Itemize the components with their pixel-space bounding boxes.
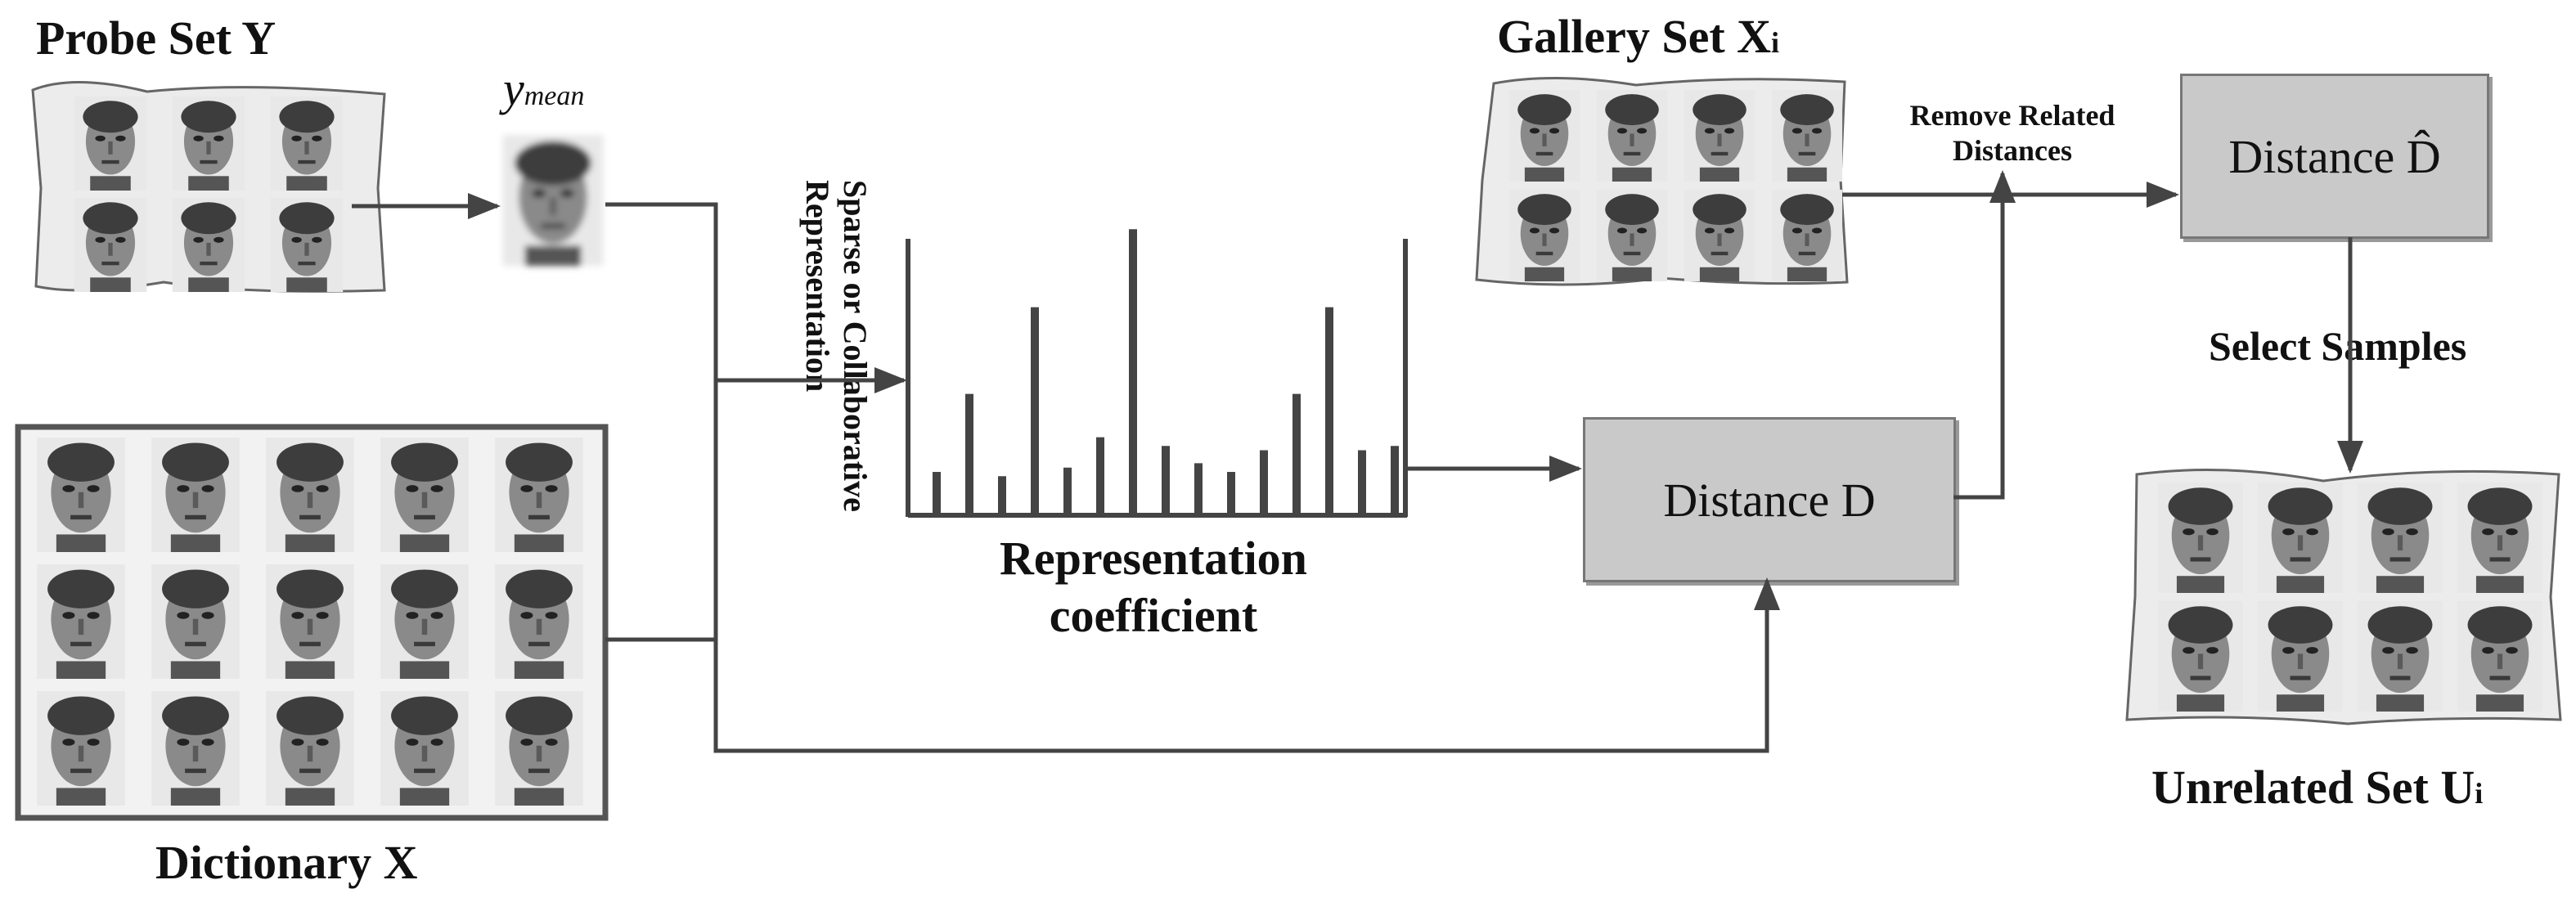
face-thumbnail-icon xyxy=(74,97,147,191)
face-thumbnail-icon xyxy=(2358,483,2443,593)
face-thumbnail-icon xyxy=(2158,601,2243,712)
line-dictionary-merge xyxy=(605,380,718,642)
face-thumbnail-icon xyxy=(2158,483,2243,593)
dictionary-faces xyxy=(37,438,583,806)
remove-related-label: Remove Related Distances xyxy=(1909,99,2115,168)
face-thumbnail-icon xyxy=(266,438,354,552)
face-thumbnail-icon xyxy=(266,564,354,679)
probe-set-title: Probe Set Y xyxy=(36,11,276,65)
face-thumbnail-icon xyxy=(1596,190,1668,281)
face-thumbnail-icon xyxy=(74,198,147,292)
face-thumbnail-icon xyxy=(380,691,469,806)
face-thumbnail-icon xyxy=(37,691,125,806)
face-thumbnail-icon xyxy=(1684,90,1756,182)
y-mean-label: ymean xyxy=(503,62,585,115)
dictionary-title: Dictionary X xyxy=(155,836,418,889)
face-thumbnail-icon xyxy=(172,198,245,292)
face-thumbnail-icon xyxy=(2457,601,2542,712)
face-thumbnail-icon xyxy=(380,438,469,552)
face-thumbnail-icon xyxy=(380,564,469,679)
face-thumbnail-icon xyxy=(2358,601,2443,712)
distance-hat-label: Distance D̂ xyxy=(2228,129,2441,183)
face-thumbnail-icon xyxy=(495,691,583,806)
face-thumbnail-icon xyxy=(1596,90,1668,182)
face-thumbnail-icon xyxy=(1684,190,1756,281)
face-thumbnail-icon xyxy=(2457,483,2542,593)
face-thumbnail-icon xyxy=(151,691,240,806)
face-thumbnail-icon xyxy=(1771,190,1843,281)
representation-coefficient-label: Representation coefficient xyxy=(1000,532,1307,642)
face-thumbnail-icon xyxy=(270,97,344,191)
face-thumbnail-icon xyxy=(266,691,354,806)
face-thumbnail-icon xyxy=(37,564,125,679)
face-thumbnail-icon xyxy=(2258,483,2343,593)
coefficient-bars xyxy=(933,229,1399,515)
face-thumbnail-icon xyxy=(1508,190,1580,281)
face-thumbnail-icon xyxy=(2258,601,2343,712)
face-thumbnail-icon xyxy=(270,198,344,292)
face-thumbnail-icon xyxy=(172,97,245,191)
distance-hat-box: Distance D̂ xyxy=(2180,74,2489,239)
face-thumbnail-icon xyxy=(1508,90,1580,182)
face-thumbnail-icon xyxy=(37,438,125,552)
coefficient-chart xyxy=(906,239,1408,518)
connectors xyxy=(352,170,2363,753)
distance-d-label: Distance D xyxy=(1663,473,1876,527)
gallery-set-title: Gallery Set Xi xyxy=(1497,10,1780,63)
y-mean-face-icon xyxy=(502,135,604,266)
face-thumbnail-icon xyxy=(495,438,583,552)
face-thumbnail-icon xyxy=(495,564,583,679)
face-thumbnail-icon xyxy=(151,564,240,679)
arrow-distance-d-to-remove xyxy=(1953,170,2016,500)
face-thumbnail-icon xyxy=(1771,90,1843,182)
unrelated-set-title: Unrelated Set Ui xyxy=(2151,761,2484,814)
face-thumbnail-icon xyxy=(151,438,240,552)
arrow-dictionary-to-distance-d xyxy=(713,577,1780,753)
select-samples-label: Select Samples xyxy=(2209,323,2467,369)
arrow-ymean-to-chart xyxy=(605,202,907,393)
